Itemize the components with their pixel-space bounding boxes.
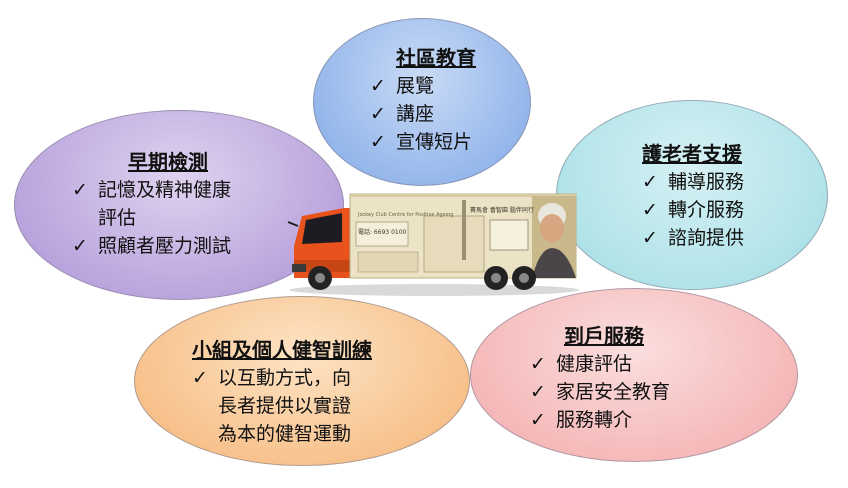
check-icon: ✓ — [642, 199, 658, 221]
list-item: ✓服務轉介 — [530, 406, 670, 434]
check-icon: ✓ — [72, 235, 88, 257]
home-services-bubble — [470, 288, 798, 462]
group-training-content: 小組及個人健智訓練 ✓以互動方式，向 長者提供以實證 為本的健智運動 — [192, 338, 372, 445]
check-icon: ✓ — [530, 409, 546, 431]
list-item: ✓照顧者壓力測試 — [72, 232, 231, 260]
list-item: ✓記憶及精神健康 — [72, 176, 231, 204]
list-item: ✓輔導服務 — [642, 168, 744, 196]
list-item: ✓諮詢提供 — [642, 224, 744, 252]
elder-support-title: 護老者支援 — [642, 142, 742, 166]
list-item: ✓家居安全教育 — [530, 378, 670, 406]
home-services-title: 到戶服務 — [564, 324, 644, 348]
list-item: ✓講座 — [370, 100, 476, 128]
check-icon: ✓ — [530, 353, 546, 375]
check-icon: ✓ — [370, 103, 386, 125]
check-icon: ✓ — [370, 131, 386, 153]
check-icon: ✓ — [642, 171, 658, 193]
check-icon: ✓ — [530, 381, 546, 403]
list-item: ✓健康評估 — [530, 350, 670, 378]
mobile-truck-image: Jockey Club Centre for Positive Ageing 電… — [287, 193, 579, 296]
elder-support-content: 護老者支援 ✓輔導服務 ✓轉介服務 ✓諮詢提供 — [642, 140, 744, 252]
list-item: ✓轉介服務 — [642, 196, 744, 224]
check-icon: ✓ — [72, 179, 88, 201]
truck-phone: 電話: 6693 0100 — [358, 228, 407, 236]
group-training-bubble — [134, 296, 470, 466]
list-item: ✓以互動方式，向 — [192, 364, 372, 392]
community-education-bubble — [313, 18, 531, 186]
early-detection-content: 早期檢測 ✓記憶及精神健康 評估 ✓照顧者壓力測試 — [72, 148, 231, 260]
check-icon: ✓ — [192, 367, 208, 389]
truck-side-text: 賽馬會 耆智園 腦伴同行 — [470, 206, 534, 214]
list-item: ✓展覽 — [370, 72, 476, 100]
early-detection-title: 早期檢測 — [128, 150, 208, 174]
group-training-title: 小組及個人健智訓練 — [192, 338, 372, 362]
list-item: ✓宣傳短片 — [370, 128, 476, 156]
community-education-title: 社區教育 — [396, 46, 476, 70]
early-detection-bubble — [14, 110, 344, 300]
elder-support-bubble — [556, 100, 828, 290]
check-icon: ✓ — [370, 75, 386, 97]
check-icon: ✓ — [642, 227, 658, 249]
community-education-content: 社區教育 ✓展覽 ✓講座 ✓宣傳短片 — [370, 44, 476, 156]
home-services-content: 到戶服務 ✓健康評估 ✓家居安全教育 ✓服務轉介 — [530, 322, 670, 434]
svg-text:Jockey Club Centre for Positiv: Jockey Club Centre for Positive Ageing — [357, 212, 453, 218]
